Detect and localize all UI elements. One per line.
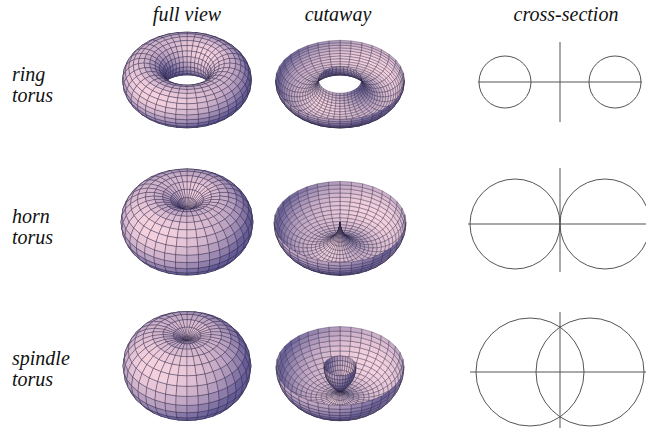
mesh-face [191, 62, 195, 68]
mesh-face [183, 71, 187, 74]
mesh-face [340, 67, 344, 69]
torus-views [121, 32, 406, 421]
mesh-face [329, 40, 340, 43]
ring-torus-full [123, 32, 252, 128]
mesh-face [187, 114, 198, 119]
mesh-face [180, 37, 188, 41]
mesh-face [182, 51, 187, 57]
mesh-face [336, 103, 341, 106]
mesh-face [187, 109, 198, 115]
mesh-face [183, 67, 187, 71]
mesh-face [183, 57, 187, 63]
mesh-face [340, 101, 344, 104]
mesh-face [334, 112, 340, 115]
mesh-face [144, 63, 150, 68]
mesh-face [187, 93, 196, 98]
mesh-face [335, 109, 340, 112]
horn-torus-full [121, 169, 253, 275]
mesh-face [336, 101, 340, 104]
mesh-face [179, 89, 187, 93]
mesh-face [177, 98, 187, 104]
mesh-face [187, 67, 191, 71]
mesh-face [340, 40, 351, 43]
mesh-face [176, 103, 187, 109]
mesh-face [340, 93, 344, 96]
mesh-face [333, 67, 337, 70]
mesh-face [187, 57, 191, 63]
mesh-face [179, 62, 183, 68]
mesh-face [340, 106, 345, 109]
mesh-face [187, 103, 198, 109]
mesh-face [340, 112, 346, 115]
mesh-face [336, 98, 340, 101]
mesh-face [335, 106, 340, 109]
mesh-face [181, 41, 188, 46]
mesh-face [340, 95, 344, 98]
mesh-face [187, 89, 195, 93]
mesh-face [340, 103, 345, 106]
mesh-face [183, 62, 187, 67]
mesh-face [336, 93, 340, 96]
mesh-face [187, 37, 195, 41]
mesh-face [340, 119, 351, 122]
mesh-face [178, 93, 187, 98]
mesh-face [336, 67, 340, 69]
mesh-face [138, 58, 144, 63]
mesh-face [344, 92, 348, 95]
mesh-face [224, 59, 230, 64]
mesh-face [340, 109, 345, 112]
mesh-face [187, 41, 194, 46]
mesh-face [344, 67, 348, 70]
mesh-face [187, 62, 191, 67]
mesh-face [224, 63, 230, 68]
mesh-face [176, 114, 187, 119]
mesh-face [333, 92, 337, 95]
mesh-face [336, 95, 340, 98]
ring-torus-cutaway [276, 40, 405, 128]
mesh-face [176, 109, 187, 115]
mesh-face [187, 71, 191, 74]
mesh-face [144, 59, 150, 64]
mesh-face [329, 119, 340, 122]
mesh-face [187, 98, 197, 104]
mesh-face [229, 58, 235, 63]
mesh-face [187, 51, 192, 57]
mesh-face [340, 98, 344, 101]
